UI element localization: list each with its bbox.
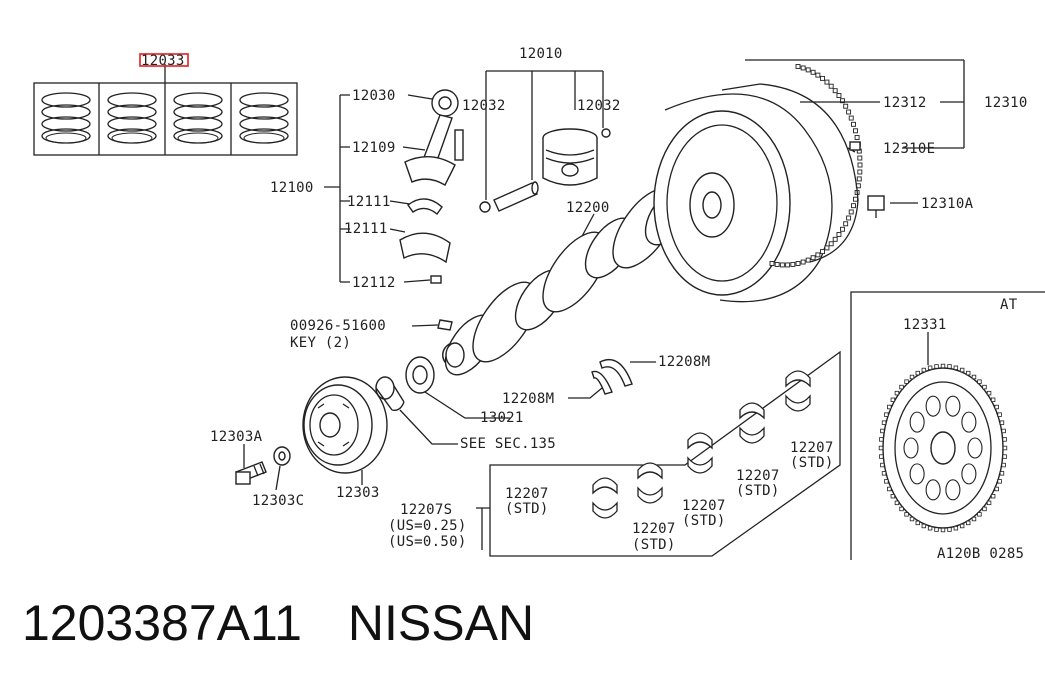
label-us-025[interactable]: (US=0.25) <box>388 518 467 534</box>
label-12030[interactable]: 12030 <box>352 88 396 104</box>
label-12010[interactable]: 12010 <box>519 46 563 62</box>
label-12303c[interactable]: 12303C <box>252 493 304 509</box>
label-13021[interactable]: 13021 <box>480 410 524 426</box>
pulley-washer[interactable] <box>273 446 291 466</box>
label-see-sec135[interactable]: SEE SEC.135 <box>460 436 556 452</box>
woodruff-key[interactable] <box>437 319 453 331</box>
main-bearing-shell[interactable] <box>785 370 811 412</box>
drive-plate[interactable] <box>878 363 1008 533</box>
rod-cap-lower[interactable] <box>399 232 451 264</box>
label-12109[interactable]: 12109 <box>352 140 396 156</box>
label-12207-a[interactable]: 12207 <box>505 486 549 502</box>
flywheel-bolt[interactable] <box>867 195 885 218</box>
thrust-washer-lower[interactable] <box>591 370 613 395</box>
label-12310e[interactable]: 12310E <box>883 141 935 157</box>
main-bearing-set-box[interactable] <box>489 350 841 557</box>
label-12207-d[interactable]: 12207 <box>736 468 780 484</box>
label-00926-51600[interactable]: 00926-51600 <box>290 318 386 334</box>
label-12331[interactable]: 12331 <box>903 317 947 333</box>
label-12207s[interactable]: 12207S <box>400 502 452 518</box>
piston-ring-set[interactable] <box>33 64 298 156</box>
main-bearing-shell[interactable] <box>687 432 713 474</box>
label-std-a[interactable]: (STD) <box>505 501 549 517</box>
label-12312[interactable]: 12312 <box>883 95 927 111</box>
highlight-box <box>139 53 189 67</box>
label-12207-e[interactable]: 12207 <box>790 440 834 456</box>
label-12033[interactable]: 12033 <box>141 53 185 69</box>
label-std-c[interactable]: (STD) <box>682 513 726 529</box>
crank-pulley[interactable] <box>302 376 388 474</box>
label-diagram-code: A120B 0285 <box>937 546 1024 562</box>
flywheel[interactable] <box>653 64 863 303</box>
snap-ring-right[interactable] <box>601 128 611 138</box>
crankshaft[interactable] <box>436 177 704 383</box>
snap-ring-left[interactable] <box>479 201 491 213</box>
label-12111-upper[interactable]: 12111 <box>347 194 391 210</box>
label-12208m-lower[interactable]: 12208M <box>502 391 554 407</box>
label-12303a[interactable]: 12303A <box>210 429 263 445</box>
thrust-washer-upper[interactable] <box>599 358 633 387</box>
piston-pin[interactable] <box>493 181 539 212</box>
label-12303[interactable]: 12303 <box>336 485 380 501</box>
label-12100[interactable]: 12100 <box>270 180 314 196</box>
label-12032-right[interactable]: 12032 <box>577 98 621 114</box>
label-12310[interactable]: 12310 <box>984 95 1028 111</box>
pulley-bolt[interactable] <box>235 461 267 485</box>
label-12032-left[interactable]: 12032 <box>462 98 506 114</box>
part-number: 1203387A11 <box>22 595 302 651</box>
label-std-d[interactable]: (STD) <box>736 483 780 499</box>
label-12111-lower[interactable]: 12111 <box>344 221 388 237</box>
rod-nut[interactable] <box>430 275 442 284</box>
main-bearing-shell[interactable] <box>592 477 618 519</box>
connecting-rod[interactable] <box>404 89 464 186</box>
label-12208m-upper[interactable]: 12208M <box>658 354 710 370</box>
main-bearing-shell[interactable] <box>739 402 765 444</box>
label-us-050[interactable]: (US=0.50) <box>388 534 467 550</box>
rod-bearing-upper[interactable] <box>407 198 443 216</box>
spacer-collar[interactable] <box>375 376 405 412</box>
piston[interactable] <box>542 128 598 186</box>
label-std-b[interactable]: (STD) <box>632 537 676 553</box>
brand-name: NISSAN <box>347 595 535 651</box>
dowel-pin[interactable] <box>849 141 861 151</box>
label-key[interactable]: KEY (2) <box>290 335 351 351</box>
at-panel-border <box>850 291 1045 560</box>
label-at[interactable]: AT <box>1000 297 1018 313</box>
label-12310a[interactable]: 12310A <box>921 196 974 212</box>
label-12207-b[interactable]: 12207 <box>632 521 676 537</box>
crank-sprocket[interactable] <box>405 356 435 394</box>
label-std-e[interactable]: (STD) <box>790 455 834 471</box>
caption: 1203387A11 NISSAN <box>22 594 534 652</box>
label-12200[interactable]: 12200 <box>566 200 610 216</box>
main-bearing-shell[interactable] <box>637 462 663 504</box>
label-12207-c[interactable]: 12207 <box>682 498 726 514</box>
label-12112[interactable]: 12112 <box>352 275 396 291</box>
